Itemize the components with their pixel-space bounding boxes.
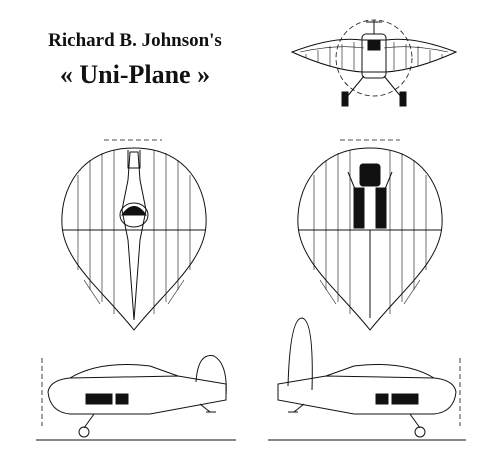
title-author: Richard B. Johnson's bbox=[48, 30, 222, 51]
right-side-view bbox=[268, 317, 466, 441]
left-side-view bbox=[36, 355, 236, 441]
bottom-view bbox=[297, 139, 443, 331]
title-aircraft-name: « Uni-Plane » bbox=[59, 60, 211, 89]
top-view bbox=[61, 139, 207, 331]
title-block: Richard B. Johnson's « Uni-Plane » bbox=[0, 30, 270, 90]
front-view bbox=[290, 19, 458, 107]
